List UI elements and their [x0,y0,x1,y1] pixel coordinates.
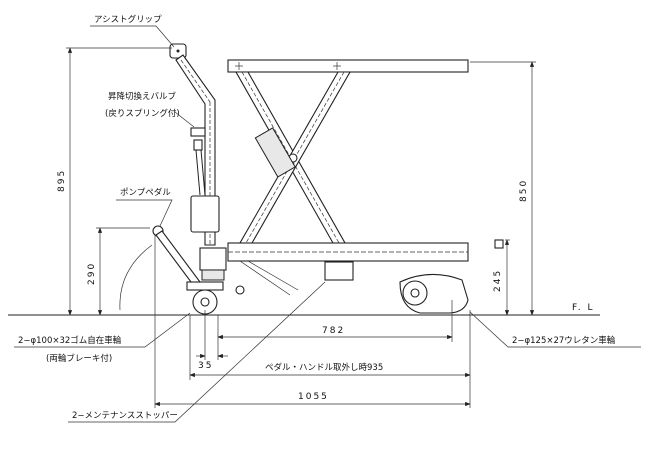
callout-assist-grip: アシストグリップ [90,14,175,48]
release-valve [190,127,206,196]
callout-stopper: 2−メンテナンスストッパー [68,281,326,423]
svg-text:2−φ100×32ゴム自在車輪: 2−φ100×32ゴム自在車輪 [18,335,122,346]
svg-text:290: 290 [87,262,97,285]
svg-text:2−φ125×27ウレタン車輪: 2−φ125×27ウレタン車輪 [512,335,616,346]
svg-text:(戻りスプリング付): (戻りスプリング付) [105,108,180,119]
dim-pedal-height: 290 [87,227,150,316]
svg-text:850: 850 [519,179,529,202]
svg-text:(両輪ブレーキ付): (両輪ブレーキ付) [46,353,112,364]
base-frame [227,239,504,296]
svg-text:昇降切換えバルブ: 昇降切換えバルブ [108,91,177,102]
dim-base-height: 245 [493,239,510,316]
dim-length-without-handle: ペダル・ハンドル取外し時935 [189,362,471,378]
svg-text:アシストグリップ: アシストグリップ [94,14,162,25]
pump-body [190,195,227,281]
svg-text:782: 782 [322,326,345,336]
callout-front-caster: 2−φ100×32ゴム自在車輪 (両輪ブレーキ付) [14,312,191,364]
front-caster [186,281,245,315]
svg-text:1055: 1055 [298,392,329,402]
svg-text:895: 895 [57,169,67,192]
floor-line-label: F. L [572,303,594,313]
extension-lines [154,235,471,408]
dim-table-height: 850 [470,61,536,316]
dim-caster-offset: 35 [196,353,228,371]
callout-rear-wheel: 2−φ125×27ウレタン車輪 [469,311,641,348]
dim-wheelbase: 782 [217,326,453,340]
callout-valve: 昇降切換えバルブ (戻りスプリング付) [105,91,195,128]
table-top [227,59,469,73]
dim-overall-length: 1055 [154,392,471,407]
scissor-arms [235,71,351,244]
rear-wheel [399,273,469,314]
svg-text:35: 35 [198,361,213,371]
svg-text:2−メンテナンスストッパー: 2−メンテナンスストッパー [72,411,178,421]
pump-pedal [119,225,201,311]
svg-text:ペダル・ハンドル取外し時935: ペダル・ハンドル取外し時935 [265,362,383,373]
svg-text:ポンプペダル: ポンプペダル [120,187,171,198]
svg-text:245: 245 [493,269,503,292]
dim-overall-height: 895 [57,47,172,316]
callout-pump-pedal: ポンプペダル [116,187,173,227]
